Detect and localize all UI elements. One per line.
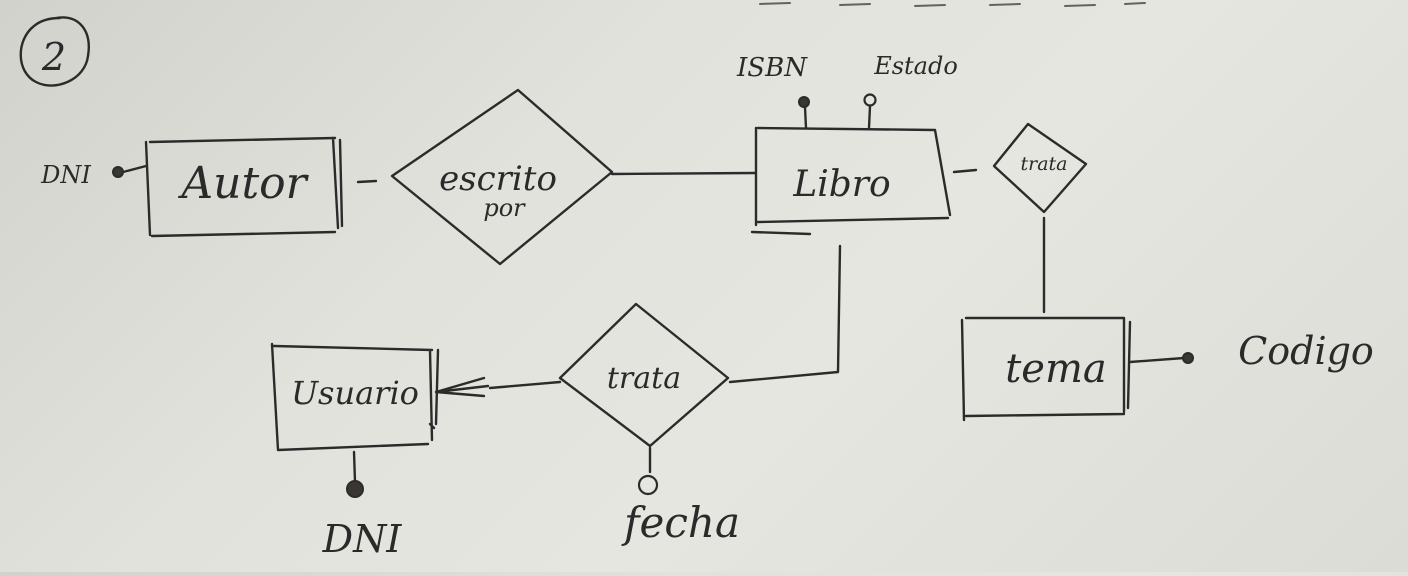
entity-usuario-label: Usuario xyxy=(291,374,419,412)
attribute-circle-icon xyxy=(637,474,659,496)
diagram-number: 2 xyxy=(19,16,90,87)
relationship-escrito-por: escrito por xyxy=(390,88,614,266)
attribute-libro-isbn-label: ISBN xyxy=(736,53,808,83)
attribute-trata-fecha-label: fecha xyxy=(621,498,740,547)
entity-autor-label: Autor xyxy=(177,158,309,209)
line-libro-trata-usuario xyxy=(728,244,842,384)
attribute-libro-estado: Estado xyxy=(863,52,958,130)
line-trata-usuario xyxy=(434,376,562,398)
line-libro-trata xyxy=(952,168,978,174)
key-dot-icon xyxy=(798,96,810,108)
relationship-trata-tema-label: trata xyxy=(1020,153,1067,175)
relationship-escrito-por-line2: por xyxy=(483,194,526,222)
relationship-trata-tema: trata xyxy=(992,122,1088,214)
attribute-libro-estado-label: Estado xyxy=(873,52,958,80)
attribute-circle-icon xyxy=(863,93,877,107)
attribute-usuario-dni: DNI xyxy=(322,450,403,561)
line-escrito-libro xyxy=(610,171,757,176)
top-edge-marks xyxy=(759,2,1146,7)
attribute-autor-dni: DNI xyxy=(40,161,148,189)
entity-tema-label: tema xyxy=(1005,346,1107,392)
key-dot-icon xyxy=(1182,352,1194,364)
attribute-tema-codigo: Codigo xyxy=(1128,329,1374,373)
key-dot-icon xyxy=(346,480,364,498)
line-autor-escrito xyxy=(356,179,378,184)
attribute-trata-fecha: fecha xyxy=(621,446,740,547)
entity-tema: tema xyxy=(960,316,1132,422)
attribute-autor-dni-label: DNI xyxy=(40,161,91,189)
diagram-number-text: 2 xyxy=(41,35,66,79)
relationship-escrito-por-line1: escrito xyxy=(439,159,557,199)
relationship-trata-usuario: trata xyxy=(558,302,730,448)
key-dot-icon xyxy=(112,166,124,178)
entity-usuario: Usuario xyxy=(270,342,440,452)
entity-libro: Libro xyxy=(750,126,952,236)
entity-autor: Autor xyxy=(144,136,344,238)
relationship-trata-usuario-label: trata xyxy=(607,361,681,396)
attribute-tema-codigo-label: Codigo xyxy=(1238,329,1374,373)
entity-libro-label: Libro xyxy=(792,164,890,205)
attribute-usuario-dni-label: DNI xyxy=(322,517,403,561)
attribute-libro-isbn: ISBN xyxy=(736,53,810,130)
